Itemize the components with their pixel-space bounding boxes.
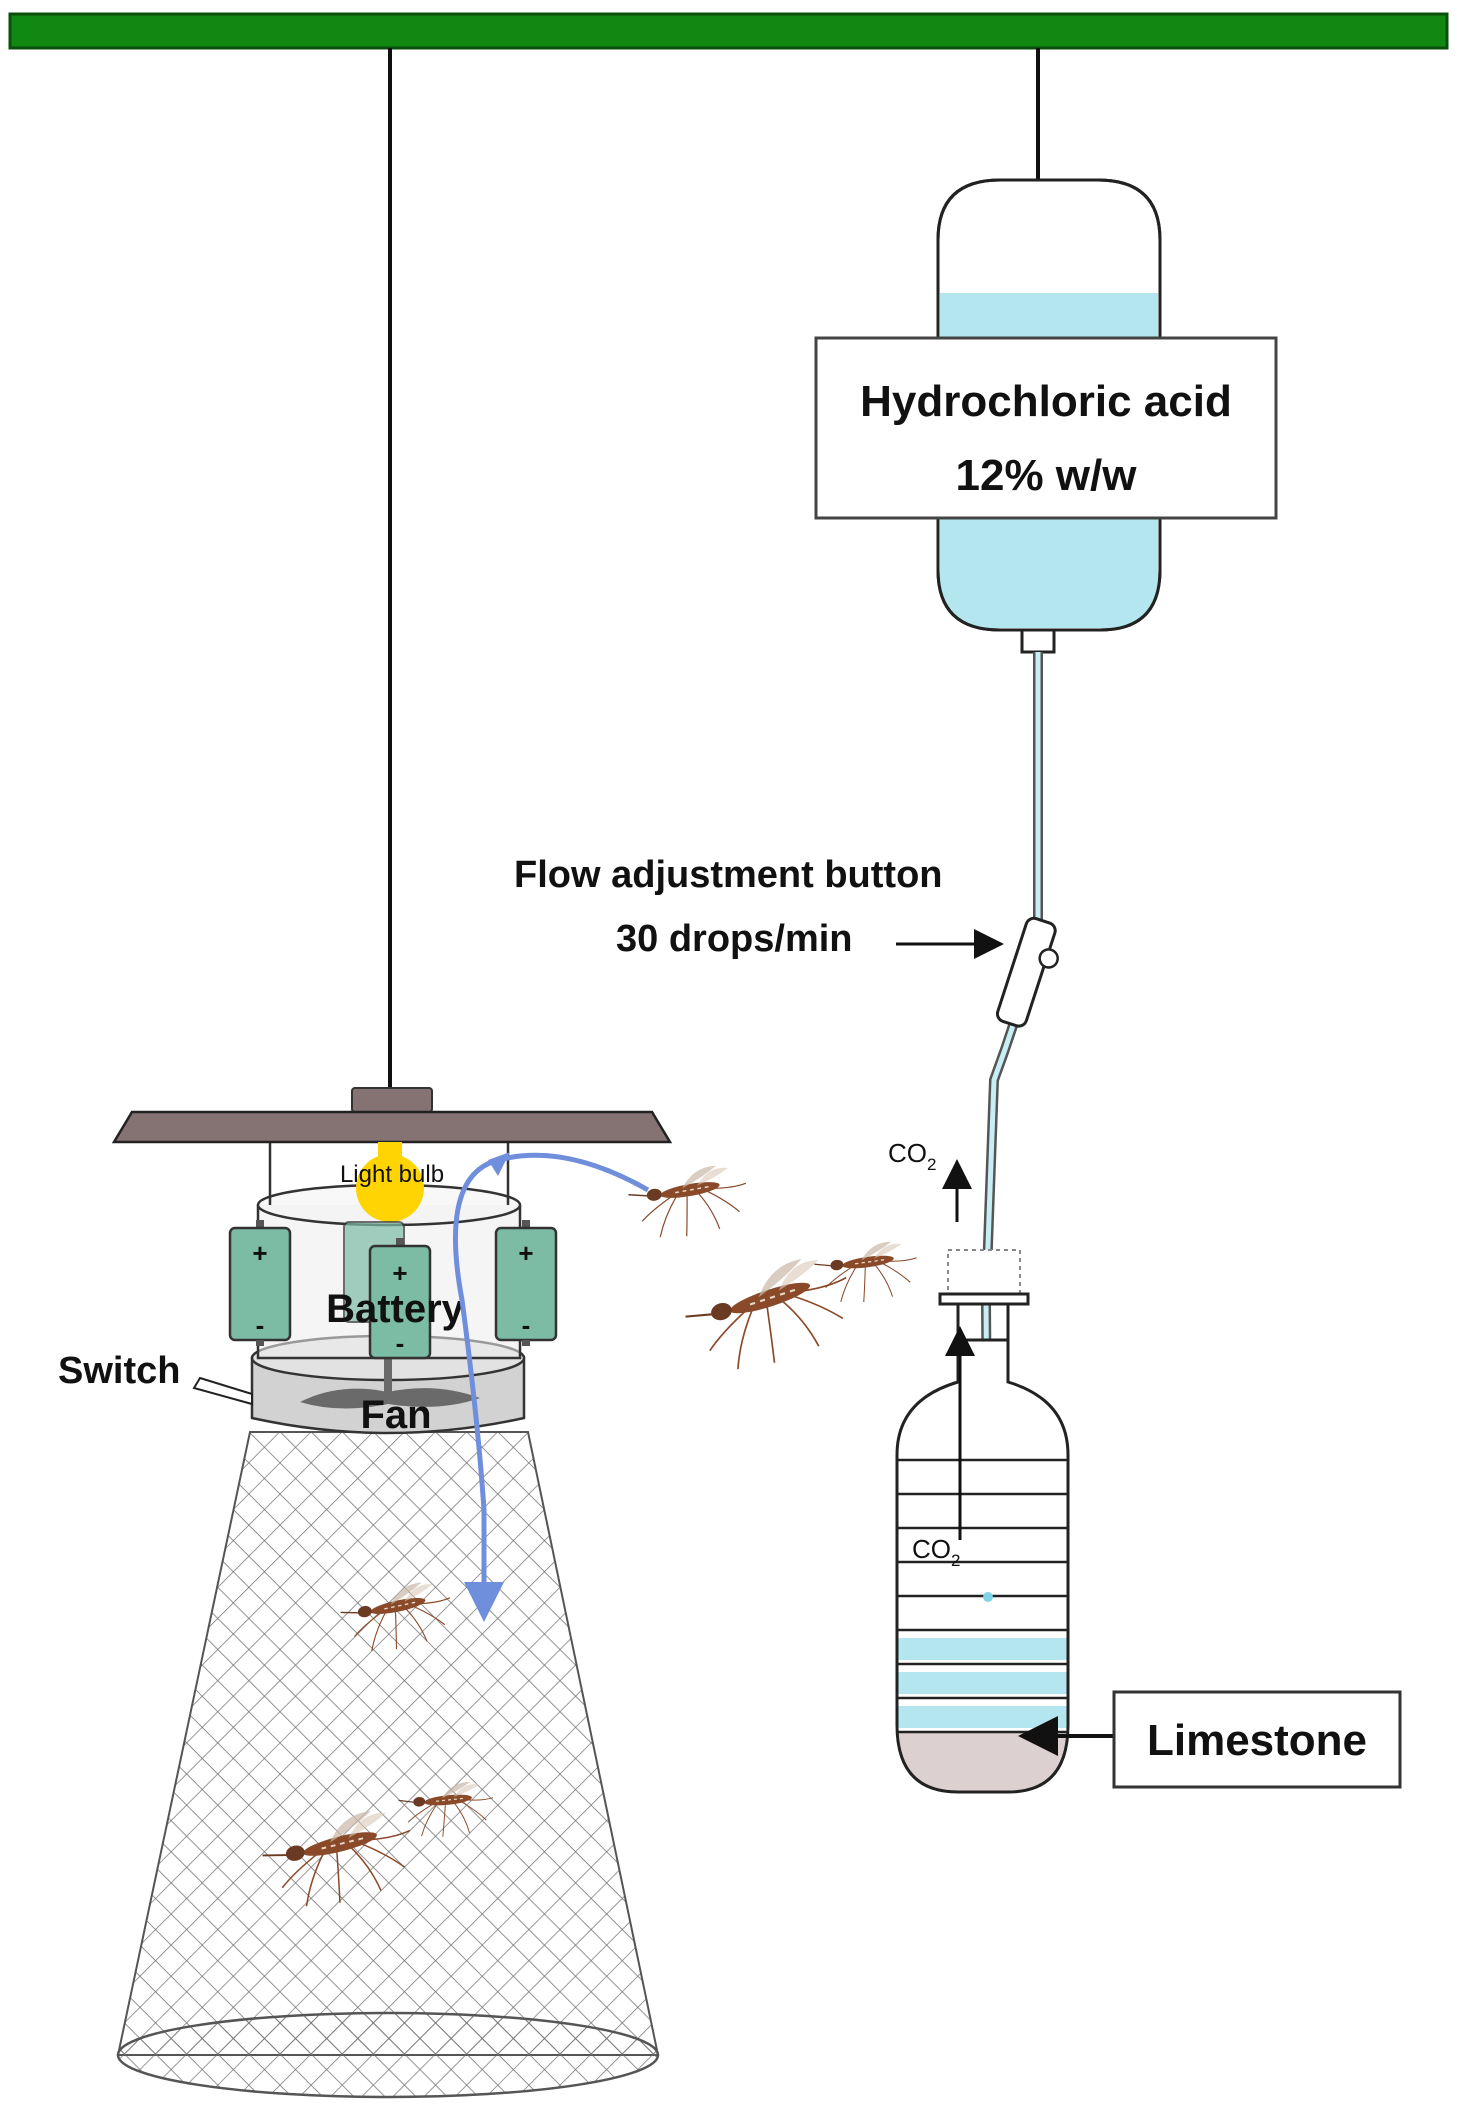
- battery-label: Battery: [326, 1287, 465, 1331]
- switch-label: Switch: [58, 1350, 180, 1392]
- battery-right: + -: [494, 1220, 558, 1346]
- acid-concentration-label: 12% w/w: [956, 451, 1138, 500]
- svg-text:+: +: [392, 1258, 407, 1288]
- flow-rate-label: 30 drops/min: [616, 918, 853, 960]
- limestone-label-box: [1112, 1690, 1402, 1789]
- airflow-arrow-icon: [452, 1152, 650, 1622]
- light-bulb-label: Light bulb: [340, 1161, 444, 1188]
- battery-front: + -: [368, 1238, 432, 1360]
- collection-net: [116, 1431, 660, 2099]
- lamp-shade: [111, 1087, 673, 1144]
- switch-icon: [192, 1376, 253, 1406]
- svg-text:-: -: [522, 1310, 531, 1340]
- fan-label: Fan: [360, 1393, 431, 1437]
- light-bulb-icon: [356, 1142, 424, 1222]
- acid-name-label: Hydrochloric acid: [860, 377, 1232, 426]
- svg-text:-: -: [396, 1328, 405, 1358]
- flow-title-label: Flow adjustment button: [514, 854, 943, 896]
- mosquito-icon: [625, 1159, 754, 1246]
- support-bar: [8, 12, 1449, 50]
- acid-label-box: Hydrochloric acid 12% w/w: [814, 336, 1278, 520]
- mosquito-icon: [812, 1237, 923, 1309]
- co2-bottle-label: CO2: [912, 1534, 960, 1570]
- bottle-cap: [947, 1249, 1021, 1295]
- battery-left: + -: [228, 1220, 292, 1346]
- fan-blade-icon: [300, 1388, 480, 1409]
- svg-text:+: +: [518, 1238, 533, 1268]
- net-bottom-ring: [116, 2011, 660, 2099]
- bag-port: [1020, 628, 1056, 654]
- co2-top-label: CO2: [888, 1138, 936, 1174]
- acid-drop: [983, 1592, 993, 1602]
- flow-adjustment-clamp: [995, 916, 1059, 1028]
- svg-text:-: -: [256, 1310, 265, 1340]
- bottle-liquid-band: [897, 1638, 1068, 1660]
- limestone-label: Limestone: [1147, 1716, 1367, 1765]
- svg-text:+: +: [252, 1238, 267, 1268]
